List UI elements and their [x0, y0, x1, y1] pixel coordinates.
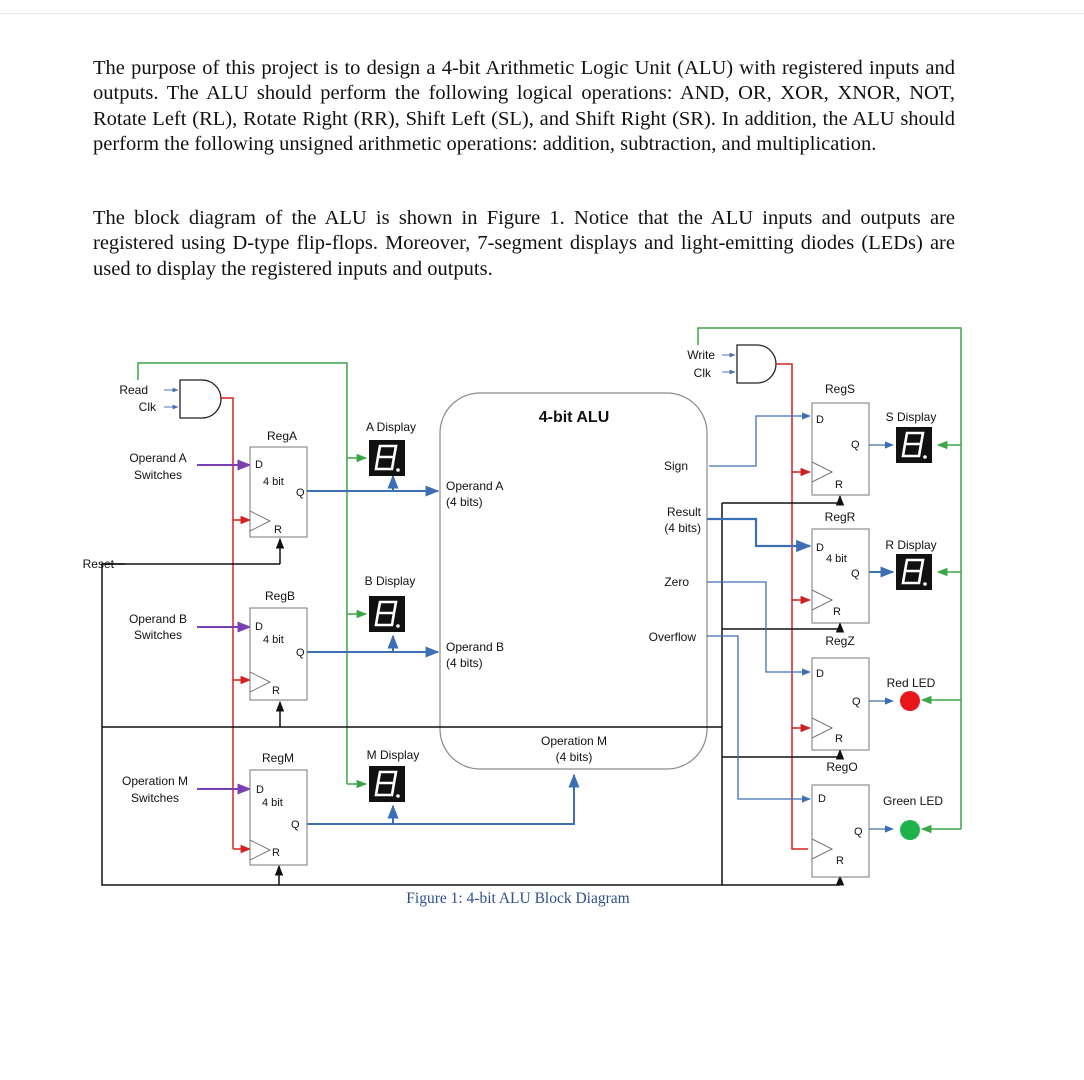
alu-operand-b-label: Operand B [446, 640, 504, 654]
write-clk-label: Clk [694, 366, 712, 380]
register-rego: RegO D Q R [811, 760, 870, 878]
green-led-label: Green LED [883, 794, 943, 808]
rega-pin-q: Q [296, 487, 305, 499]
alu-operand-a-label: Operand A [446, 479, 503, 493]
read-enable-wires [137, 362, 368, 789]
rego-pin-r: R [836, 855, 844, 867]
alu-operation-label: Operation M [541, 734, 607, 748]
regb-pin-r: R [272, 685, 280, 697]
b-display-icon [367, 594, 407, 634]
b-display-label: B Display [365, 574, 416, 588]
write-and-gate [736, 344, 777, 384]
alu-title: 4-bit ALU [539, 409, 610, 426]
alu-zero-label: Zero [664, 575, 689, 589]
regm-label: RegM [262, 751, 294, 765]
read-and-gate [179, 379, 222, 419]
regz-pin-q: Q [852, 696, 861, 708]
regb-width: 4 bit [263, 634, 284, 646]
regz-pin-r: R [835, 733, 843, 745]
rego-label: RegO [826, 760, 857, 774]
register-regs: RegS D Q R [811, 382, 870, 496]
regr-label: RegR [825, 510, 856, 524]
intro-paragraph: The purpose of this project is to design… [93, 57, 955, 155]
s-display-icon [894, 425, 934, 465]
rega-pin-d: D [255, 459, 263, 471]
top-divider [0, 13, 1084, 14]
operand-buses [307, 474, 580, 825]
register-regm: RegM D 4 bit Q R [249, 751, 308, 866]
alu-operand-a-bits: (4 bits) [446, 495, 483, 509]
regr-pin-q: Q [851, 568, 860, 580]
operand-a-switches-line2: Switches [134, 468, 182, 482]
alu-output-wires [707, 412, 895, 833]
regz-pin-d: D [816, 668, 824, 680]
a-display-icon [367, 438, 407, 478]
a-display-label: A Display [366, 420, 416, 434]
r-display-label: R Display [885, 538, 936, 552]
r-display-icon [894, 552, 934, 592]
operand-a-switches-line1: Operand A [129, 451, 186, 465]
write-clock-wires [776, 363, 812, 850]
reset-wires [101, 494, 845, 886]
alu-block [439, 392, 708, 770]
figure-caption: Figure 1: 4-bit ALU Block Diagram [406, 890, 629, 907]
regs-label: RegS [825, 382, 855, 396]
write-enable-wires [697, 327, 962, 834]
regm-width: 4 bit [262, 797, 283, 809]
rego-pin-q: Q [854, 826, 863, 838]
m-display-icon [367, 764, 407, 804]
operand-b-switches-line2: Switches [134, 628, 182, 642]
rego-pin-d: D [818, 793, 826, 805]
regz-label: RegZ [825, 634, 854, 648]
red-led-icon [900, 691, 920, 711]
s-display-label: S Display [886, 410, 937, 424]
register-rega: RegA D 4 bit Q R [249, 429, 308, 538]
regb-pin-q: Q [296, 647, 305, 659]
rega-label: RegA [267, 429, 297, 443]
alu-operand-b-bits: (4 bits) [446, 656, 483, 670]
regr-pin-d: D [816, 542, 824, 554]
regm-pin-q: Q [291, 819, 300, 831]
read-label: Read [119, 383, 148, 397]
green-led-icon [900, 820, 920, 840]
register-regz: RegZ D Q R [811, 634, 870, 751]
alu-overflow-label: Overflow [649, 630, 697, 644]
register-regb: RegB D 4 bit Q R [249, 589, 308, 701]
regm-pin-r: R [272, 847, 280, 859]
regb-label: RegB [265, 589, 295, 603]
read-clock-wires [220, 397, 252, 854]
red-led-label: Red LED [887, 676, 936, 690]
regs-pin-r: R [835, 479, 843, 491]
alu-sign-label: Sign [664, 459, 688, 473]
write-label: Write [687, 348, 715, 362]
alu-operation-bits: (4 bits) [556, 750, 593, 764]
regr-width: 4 bit [826, 553, 847, 565]
regs-pin-d: D [816, 414, 824, 426]
operation-m-switches-line1: Operation M [122, 774, 188, 788]
register-regr: RegR D 4 bit Q R [811, 510, 870, 624]
m-display-label: M Display [367, 748, 420, 762]
block-diagram-paragraph: The block diagram of the ALU is shown in… [93, 207, 955, 280]
regr-pin-r: R [833, 606, 841, 618]
alu-result-label: Result [667, 505, 702, 519]
regm-pin-d: D [256, 784, 264, 796]
rega-pin-r: R [274, 524, 282, 536]
reset-label: Reset [83, 557, 115, 571]
rega-width: 4 bit [263, 476, 284, 488]
switch-input-wires [197, 459, 252, 795]
regb-pin-d: D [255, 621, 263, 633]
regs-pin-q: Q [851, 439, 860, 451]
alu-result-bits: (4 bits) [664, 521, 701, 535]
read-clk-label: Clk [139, 400, 157, 414]
operation-m-switches-line2: Switches [131, 791, 179, 805]
operand-b-switches-line1: Operand B [129, 612, 187, 626]
